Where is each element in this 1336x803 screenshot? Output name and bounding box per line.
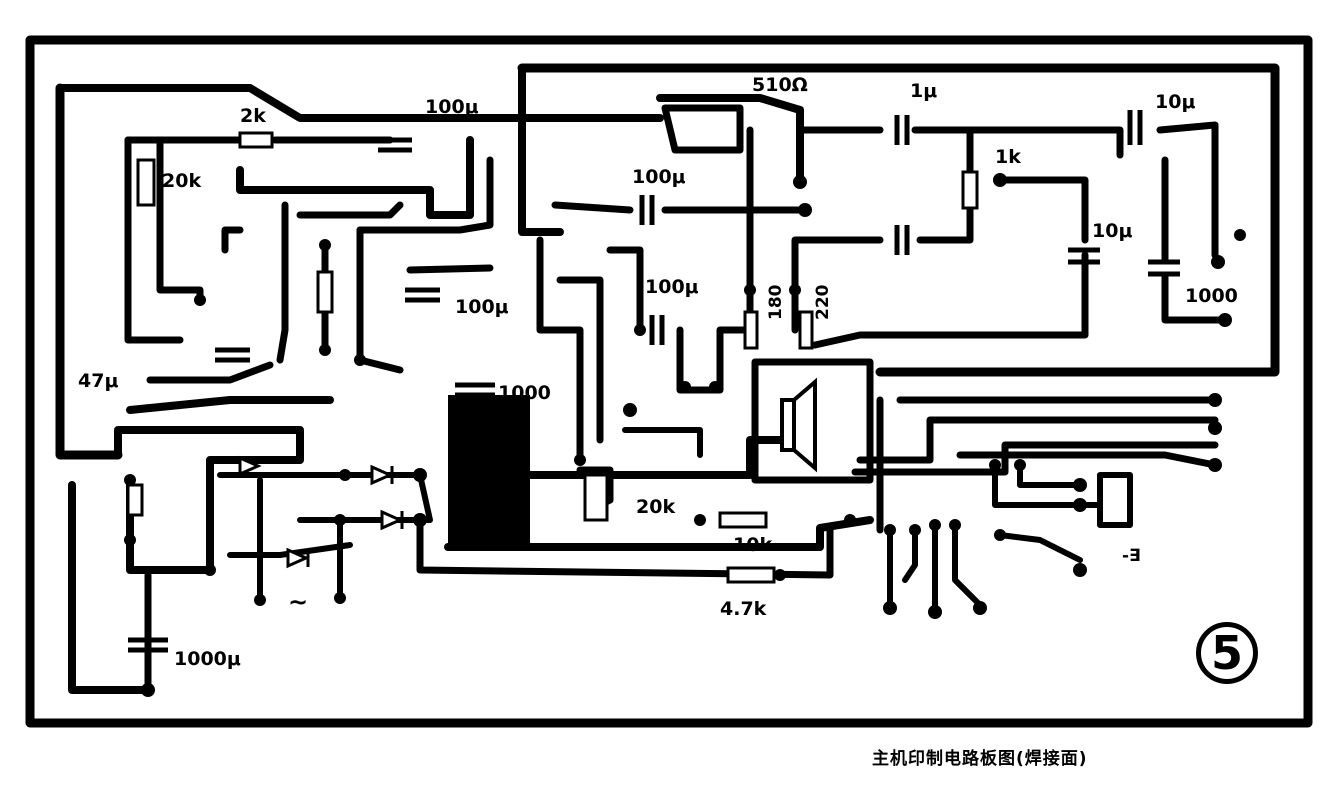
trace-inner-c xyxy=(276,201,289,364)
trace-center-to-right xyxy=(526,436,814,479)
trace-left-bottom xyxy=(68,481,154,694)
trace-left-vertical xyxy=(518,64,564,236)
trace-cap-loop xyxy=(406,264,494,274)
component-rect-right xyxy=(1097,472,1133,528)
diode-symbols xyxy=(238,455,404,569)
label-100u-mid: 100μ xyxy=(632,166,686,188)
trace-inner-f xyxy=(356,226,404,374)
label-1k: 1k xyxy=(995,146,1021,168)
trace-1k-right xyxy=(996,176,1089,244)
trace-bracket xyxy=(622,427,703,458)
board-outline xyxy=(25,35,1313,728)
trace-right-small xyxy=(992,462,1103,563)
trace-inner-a xyxy=(156,136,204,304)
label-small-mark: -∃ xyxy=(1122,546,1141,566)
label-180: 180 xyxy=(766,284,786,321)
label-100u-top: 100μ xyxy=(425,96,479,118)
trace-10u-right xyxy=(811,251,1089,349)
trace-right-pins xyxy=(887,522,983,613)
label-20k-bottom: 20k xyxy=(636,496,676,518)
label-2k: 2k xyxy=(240,105,266,127)
trace-center-bottom xyxy=(444,516,874,551)
speaker-symbol xyxy=(780,377,817,473)
label-1000u: 1000μ xyxy=(174,648,241,670)
figure-caption: 主机印制电路板图(焊接面) xyxy=(872,749,1088,769)
trace-right-lines xyxy=(851,396,1219,534)
label-10u-right: 10μ xyxy=(1092,220,1133,242)
label-10u-top: 10μ xyxy=(1155,91,1196,113)
trace-inner-d xyxy=(296,201,404,219)
trace-speaker-box xyxy=(751,358,874,484)
label-100u-center: 100μ xyxy=(455,296,509,318)
label-47u: 47μ xyxy=(78,370,119,392)
label-220: 220 xyxy=(813,284,833,321)
trace-1u xyxy=(796,126,1124,159)
label-ac-symbol: ~ xyxy=(288,588,309,616)
trace-top-loop xyxy=(517,63,1280,377)
trace-inner-b xyxy=(236,136,474,219)
trace-mid-lower2 xyxy=(126,396,334,414)
trace-center-upper xyxy=(536,236,584,464)
trace-center-bottom2 xyxy=(416,516,834,579)
trace-mid-h xyxy=(221,226,244,254)
label-4-7k: 4.7k xyxy=(720,598,767,620)
capacitor-symbols xyxy=(128,110,1180,653)
trace-top-left xyxy=(56,84,664,122)
trace-100u-mid xyxy=(551,201,809,214)
figure-number-badge: 5 xyxy=(1196,622,1258,684)
trace-lower-mid xyxy=(217,472,343,603)
trace-left-loop xyxy=(55,83,123,460)
label-1000-right: 1000 xyxy=(1185,285,1238,307)
trace-100u-lower xyxy=(606,246,749,394)
label-20k-left: 20k xyxy=(162,170,202,192)
trace-left-lower xyxy=(114,426,304,574)
label-10k: 10k xyxy=(733,534,773,556)
resistor-bodies xyxy=(126,131,979,584)
trace-510-body xyxy=(661,104,744,154)
trace-1k xyxy=(916,126,974,244)
trace-10u-top xyxy=(1156,121,1219,259)
trace-mid-lower xyxy=(146,361,274,384)
label-1u: 1μ xyxy=(910,80,938,102)
label-510: 510Ω xyxy=(752,74,808,96)
trace-1000-right xyxy=(1161,156,1229,324)
trace-inner-e xyxy=(356,156,494,234)
label-1000-center: 1000 xyxy=(498,382,551,404)
trace-20k-left xyxy=(124,136,184,344)
solder-pads xyxy=(124,173,1246,697)
label-100u-lower: 100μ xyxy=(645,276,699,298)
trace-center-upper2 xyxy=(556,276,604,444)
copper-pour-center xyxy=(448,395,530,547)
